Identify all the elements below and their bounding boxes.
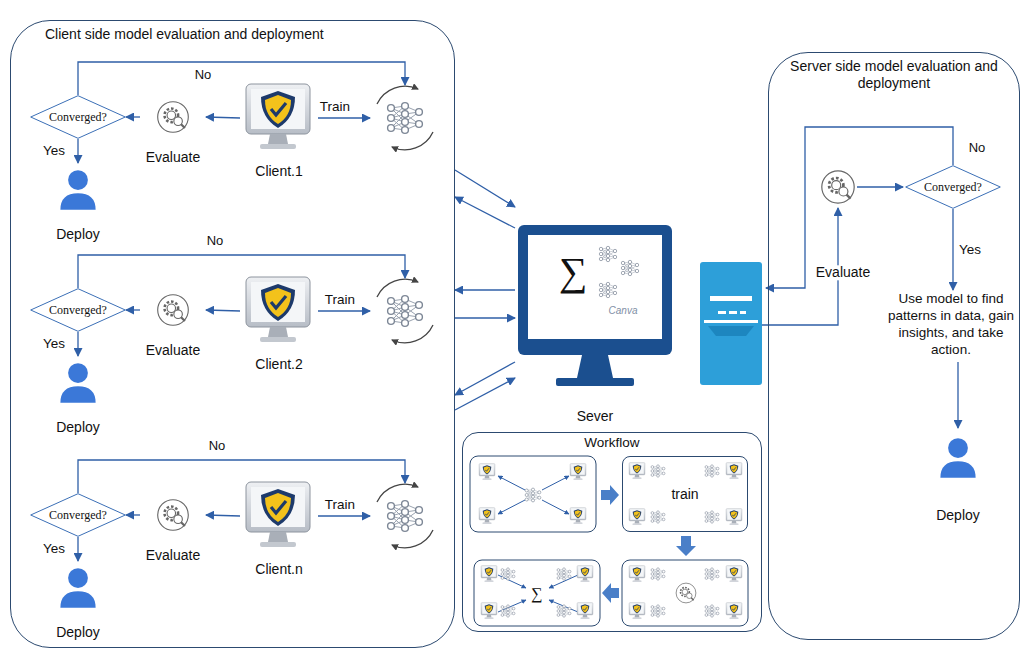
decision-diamond: Converged? <box>30 95 126 139</box>
step-label: Evaluate <box>146 149 200 166</box>
arrow-label: Train <box>318 100 352 115</box>
arrow-label: Evaluate <box>814 265 872 280</box>
decision-text: Converged? <box>49 303 107 318</box>
step-label: Evaluate <box>146 547 200 564</box>
region-heading: Server side model evaluation and deploym… <box>781 58 1007 92</box>
deploy-user: Deploy <box>46 356 110 436</box>
flow-arrow <box>126 116 140 117</box>
flow-arrow <box>206 117 240 118</box>
region-heading: Client side model evaluation and deploym… <box>45 26 454 43</box>
evaluate-icon: Evaluate <box>140 98 206 166</box>
watermark: Canva <box>607 305 640 316</box>
client-region: Client side model evaluation and deploym… <box>10 20 455 648</box>
flow-arrow <box>957 362 958 428</box>
sum-symbol: ∑ <box>557 250 590 294</box>
client-computer: Client.n <box>240 478 318 578</box>
step-label: Deploy <box>56 226 100 243</box>
step-label: Deploy <box>56 624 100 641</box>
flow-arrow <box>206 515 240 516</box>
client-name: Client.1 <box>255 163 302 180</box>
client-computer: Client.2 <box>240 273 318 373</box>
diamond-shape <box>31 494 126 537</box>
edge-label: Yes <box>41 337 67 352</box>
decision-text: Converged? <box>49 110 107 125</box>
workflow-step: train <box>622 456 748 532</box>
decision-diamond: Converged? <box>30 288 126 332</box>
flow-arrow <box>77 537 78 561</box>
branch-label: No <box>193 68 214 82</box>
flow-arrow <box>77 332 78 356</box>
decision-text: Converged? <box>924 180 982 195</box>
step-label: Deploy <box>56 419 100 436</box>
note-text: Use model to find patterns in data, gain… <box>887 290 1015 358</box>
server-name: Sever <box>577 408 614 425</box>
deploy-user: Deploy <box>926 428 990 524</box>
box-heading: Workflow <box>463 433 761 450</box>
flow-arrow <box>126 309 140 310</box>
flow-arrow <box>455 317 515 318</box>
edge-label: Yes <box>41 542 67 557</box>
flow-arrow <box>455 197 515 228</box>
client-computer: Client.1 <box>240 80 318 180</box>
evaluate-icon: Evaluate <box>140 291 206 359</box>
edge-label: Yes <box>957 242 983 257</box>
evaluate-icon: Evaluate <box>140 496 206 564</box>
step-label: Deploy <box>936 507 980 524</box>
flow-arrow <box>455 378 515 410</box>
diamond-shape <box>31 96 126 139</box>
step-label: Evaluate <box>146 342 200 359</box>
flow-arrow <box>952 209 953 290</box>
decision-diamond: Converged? <box>905 165 1001 209</box>
step-label: train <box>671 486 698 502</box>
diamond-shape <box>31 289 126 332</box>
arrow-label: Train <box>323 498 357 513</box>
client-name: Client.2 <box>255 356 302 373</box>
branch-label: No <box>207 439 228 453</box>
flow-arrow <box>126 514 140 515</box>
decision-text: Converged? <box>49 508 107 523</box>
diamond-shape <box>906 166 1001 209</box>
branch-label: No <box>205 234 226 248</box>
flow-arrow <box>77 139 78 163</box>
sum-symbol: ∑ <box>529 585 544 603</box>
arrow-label: Train <box>323 293 357 308</box>
flow-arrow <box>206 310 240 311</box>
action-note: Use model to find patterns in data, gain… <box>887 290 1015 362</box>
flow-arrow <box>455 362 515 395</box>
edge-label: Yes <box>41 144 67 159</box>
server-computer: Sever <box>515 195 675 425</box>
workflow-box: Workflow train <box>462 432 762 632</box>
client-name: Client.n <box>255 561 302 578</box>
flow-arrow <box>455 289 515 290</box>
deploy-user: Deploy <box>46 561 110 641</box>
deploy-user: Deploy <box>46 163 110 243</box>
decision-diamond: Converged? <box>30 493 126 537</box>
branch-label: No <box>967 141 988 155</box>
